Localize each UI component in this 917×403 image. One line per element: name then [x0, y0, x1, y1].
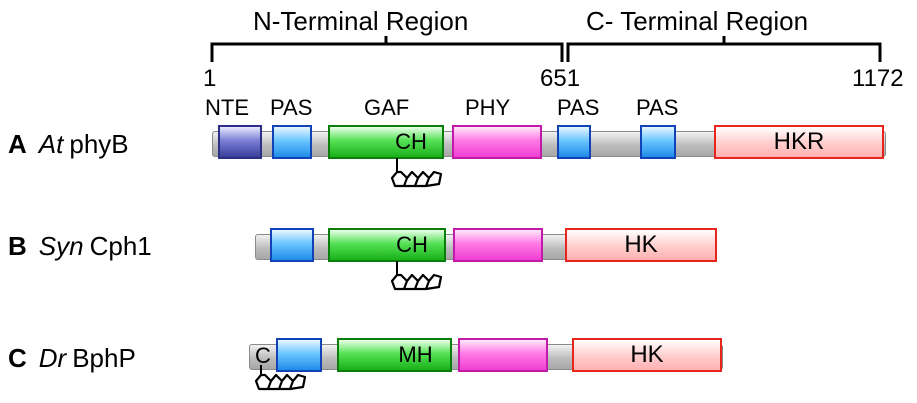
row-protein: Cph1 [89, 231, 152, 261]
pas-domain-c2 [640, 125, 676, 159]
gaf-domain: MH [337, 338, 452, 372]
cys-label: C [255, 343, 271, 368]
gaf-domain: CH [328, 125, 444, 159]
row-species: At [38, 129, 64, 159]
gaf-domain-label: CH [396, 232, 428, 257]
domain-header-nte: NTE [205, 95, 249, 120]
hk-domain-label: HK [630, 341, 664, 368]
pas-domain [272, 125, 312, 159]
row-letter: A [8, 129, 27, 159]
phy-domain [453, 228, 543, 262]
row-letter: B [8, 231, 27, 261]
domain-header-pas-3: PAS [636, 95, 679, 120]
n-terminal-region-label: N-Terminal Region [253, 6, 469, 36]
domain-header-pas-1: PAS [270, 95, 313, 120]
hkr-domain-label: HKR [773, 128, 825, 155]
position-end: 1172 [852, 65, 904, 92]
chromophore-icon [390, 158, 443, 188]
hk-domain: HK [565, 228, 717, 262]
phy-domain [452, 125, 542, 159]
gaf-domain-label: MH [398, 342, 433, 367]
position-split: 651 [540, 65, 581, 92]
row-protein: phyB [69, 129, 129, 159]
domain-header-gaf: GAF [364, 95, 410, 120]
row-letter: C [8, 343, 27, 373]
domain-header-phy: PHY [465, 95, 511, 120]
domain-header-pas-2: PAS [557, 95, 600, 120]
hk-domain: HK [572, 338, 722, 372]
row-protein: BphP [72, 343, 136, 373]
c-terminal-region-label: C- Terminal Region [586, 6, 809, 36]
row-species: Dr [38, 343, 67, 373]
gaf-domain-label: CH [395, 129, 427, 154]
chromophore-icon [254, 365, 307, 391]
phy-domain [458, 338, 548, 372]
position-start: 1 [203, 65, 217, 92]
pas-domain-c1 [557, 125, 591, 159]
pas-domain [276, 338, 322, 372]
nte-domain [218, 125, 262, 159]
hkr-domain: HKR [714, 125, 884, 159]
hk-domain-label: HK [624, 231, 658, 258]
gaf-domain: CH [328, 228, 446, 262]
pas-domain [270, 228, 314, 262]
chromophore-icon [390, 261, 443, 291]
row-species: Syn [38, 231, 84, 261]
